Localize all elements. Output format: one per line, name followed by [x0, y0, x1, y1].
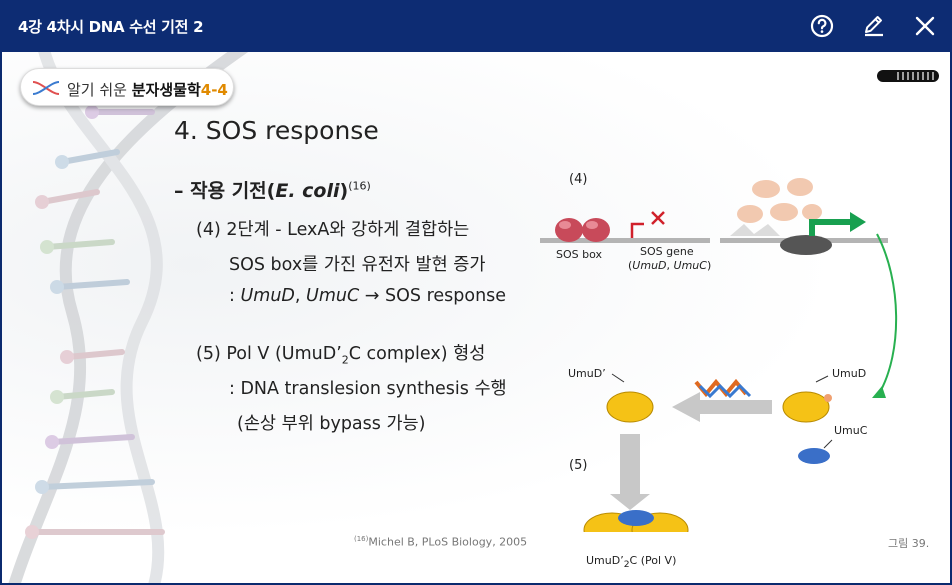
dna-helix-image: [8, 52, 249, 583]
umuc-protein: [798, 448, 830, 464]
expression-arrow: [876, 233, 898, 393]
close-icon: [915, 16, 935, 36]
step4-line3: : UmuD, UmuC → SOS response: [229, 286, 507, 306]
recA-filament-icon: [694, 378, 752, 399]
course-badge-label: 알기 쉬운 분자생물학4-4: [67, 81, 228, 99]
sos-gene-label: SOS gene: [640, 245, 694, 258]
step4-number: (4): [569, 172, 588, 187]
course-badge: 알기 쉬운 분자생물학4-4: [20, 68, 234, 106]
sos-response-diagram: (4) SOS box SOS gene (UmuD, UmuC) UmuD’ …: [532, 172, 932, 570]
step4-line2: SOS box를 가진 유전자 발현 증가: [229, 255, 486, 275]
dna-strand-left: [540, 238, 710, 243]
edit-button[interactable]: [860, 12, 888, 40]
pencil-icon: [865, 16, 883, 37]
block-x-icon: [651, 211, 665, 225]
slide-heading: 4. SOS response: [174, 116, 379, 145]
rna-polymerase-icon: [780, 235, 832, 255]
active-promoter-arrow: [809, 219, 852, 236]
umud-prime-label: UmuD’: [568, 367, 606, 380]
step5-line2: : DNA translesion synthesis 수행: [229, 379, 507, 399]
umud-label: UmuD: [832, 367, 867, 380]
slide-subheading: – 작용 기전(E. coli)(16): [174, 179, 371, 202]
umud-prime-protein: [606, 373, 654, 423]
sos-gene-names: (UmuD, UmuC): [628, 259, 712, 272]
step5-line1: (5) Pol V (UmuD’2C complex) 형성: [196, 344, 486, 367]
help-circle-icon: [810, 14, 834, 38]
step4-line1: (4) 2단계 - LexA와 강하게 결합하는: [196, 220, 470, 240]
title-bar: 4강 4차시 DNA 수선 기전 2: [0, 0, 952, 52]
citation: (16)Michel B, PLoS Biology, 2005: [354, 535, 528, 549]
dna-logo-icon: [32, 81, 60, 95]
pol-v-complex: [583, 510, 689, 532]
cleaved-lexa-icons: [730, 178, 822, 236]
step5-line3: (손상 부위 bypass 가능): [237, 414, 426, 434]
umuc-label: UmuC: [834, 424, 868, 437]
figure-label: 그림 39.: [888, 537, 930, 550]
window-title: 4강 4차시 DNA 수선 기전 2: [18, 18, 204, 36]
sos-box-label: SOS box: [556, 248, 603, 261]
cleavage-arrow: [672, 392, 772, 422]
pol-v-label: UmuD’2C (Pol V): [586, 554, 677, 571]
lexa-dimer-icon: [555, 218, 610, 242]
slide-background: [2, 52, 950, 583]
lecture-slide: 알기 쉬운 분자생물학4-4 4. SOS response – 작용 기전(E…: [2, 52, 950, 583]
step5-number: (5): [569, 458, 588, 473]
seal-stamp-icon: [877, 70, 939, 82]
assembly-arrow: [610, 434, 650, 510]
umud-protein: [782, 375, 832, 423]
close-button[interactable]: [911, 12, 939, 40]
blocked-promoter-arrow: [630, 222, 644, 238]
help-button[interactable]: [808, 12, 836, 40]
